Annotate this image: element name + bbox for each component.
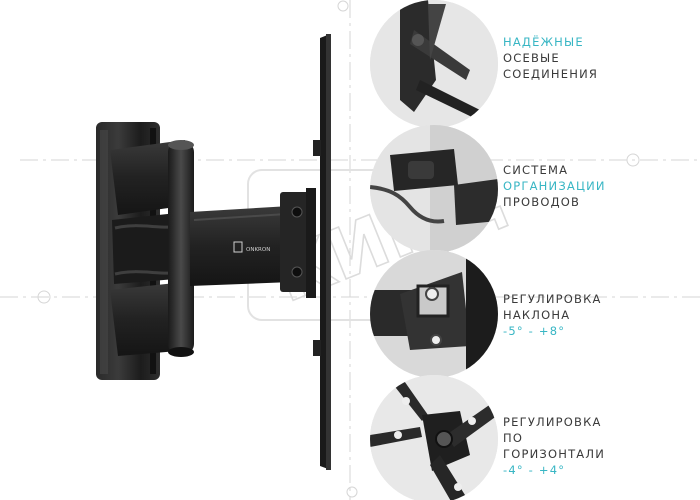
feature-line: СОЕДИНЕНИЯ — [503, 67, 599, 81]
feature-line: ОРГАНИЗАЦИИ — [503, 179, 606, 193]
feature-line: РЕГУЛИРОВКА — [503, 415, 602, 429]
feature-text-hinge: НАДЁЖНЫЕ ОСЕВЫЕ СОЕДИНЕНИЯ — [503, 34, 598, 82]
feature-text-tilt: РЕГУЛИРОВКА НАКЛОНА -5° - +8° — [503, 291, 602, 339]
feature-line: НАКЛОНА — [503, 308, 571, 322]
feature-image-tilt — [370, 250, 498, 378]
extension-arm — [190, 206, 292, 286]
tv-rail — [313, 34, 331, 470]
hinge-joint-icon — [370, 0, 498, 128]
feature-line: СИСТЕМА — [503, 163, 569, 177]
cable-management-icon — [370, 125, 498, 253]
feature-image-hinge — [370, 0, 498, 128]
brand-logo: ONKRON — [233, 241, 270, 253]
feature-line: НАДЁЖНЫЕ — [503, 35, 584, 49]
feature-line: РЕГУЛИРОВКА — [503, 292, 602, 306]
swivel-adjustment-icon — [370, 375, 498, 500]
feature-line: ОСЕВЫЕ — [503, 51, 560, 65]
tilt-adjustment-icon — [370, 250, 498, 378]
feature-line: -4° - +4° — [503, 463, 566, 477]
pivot-column — [168, 140, 194, 357]
feature-line: -5° - +8° — [503, 324, 566, 338]
feature-image-cables — [370, 125, 498, 253]
feature-line: ПРОВОДОВ — [503, 195, 581, 209]
feature-text-swivel: РЕГУЛИРОВКА ПО ГОРИЗОНТАЛИ -4° - +4° — [503, 414, 605, 478]
feature-image-swivel — [370, 375, 498, 500]
brand-logo-text: ONKRON — [246, 247, 270, 253]
feature-line: ПО — [503, 431, 524, 445]
tilt-head — [280, 188, 316, 298]
feature-line: ГОРИЗОНТАЛИ — [503, 447, 606, 461]
feature-text-cables: СИСТЕМА ОРГАНИЗАЦИИ ПРОВОДОВ — [503, 162, 606, 210]
